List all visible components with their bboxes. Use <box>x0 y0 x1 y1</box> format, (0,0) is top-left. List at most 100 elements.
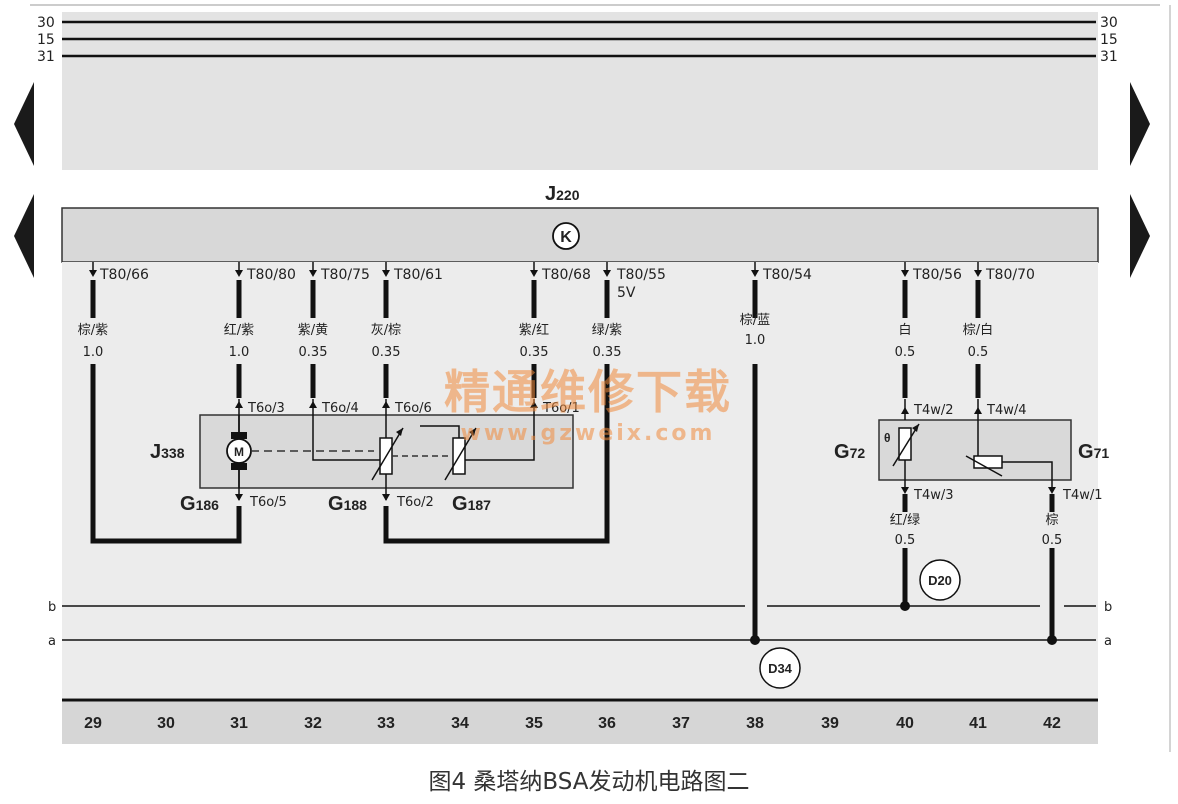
wire-54-size: 1.0 <box>745 333 766 348</box>
g71-label: G71 <box>1078 441 1109 463</box>
wire-66-color: 棕/紫 <box>78 323 108 338</box>
junction-d34 <box>750 635 760 645</box>
theta-symbol: θ <box>884 431 891 445</box>
svg-text:T80/66: T80/66 <box>99 267 149 283</box>
conn-T6o6: T6o/6 <box>394 401 432 416</box>
wire-75-size: 0.35 <box>299 345 328 360</box>
svg-text:T80/80: T80/80 <box>246 267 296 283</box>
pin-55: T80/55 5V <box>603 262 666 301</box>
rail-30-label-right: 30 <box>1100 15 1118 31</box>
wire-80-size: 1.0 <box>229 345 250 360</box>
throttle-assembly: T6o/3 T6o/4 T6o/6 T6o/1 M T6o/5 T6o/2 <box>150 399 580 515</box>
bus-a-label-right: a <box>1104 634 1112 649</box>
wire-61-size: 0.35 <box>372 345 401 360</box>
ground-buses: b a b a D20 D34 <box>48 559 1112 689</box>
g72-thermistor <box>898 427 912 461</box>
column-37: 37 <box>672 715 690 732</box>
svg-text:T80/68: T80/68 <box>541 267 591 283</box>
conn-T4w1: T4w/1 <box>1062 488 1103 503</box>
wires <box>90 280 1055 640</box>
wire-T4w3-size: 0.5 <box>895 533 916 548</box>
watermark-url: www.gzweix.com <box>461 421 716 446</box>
wire-61-color: 灰/棕 <box>371 323 401 338</box>
g186-label: G186 <box>180 493 219 515</box>
wire-T4w1-size: 0.5 <box>1042 533 1063 548</box>
column-39: 39 <box>821 715 839 732</box>
ecu-box <box>61 207 1099 263</box>
pin-54: T80/54 <box>751 262 812 283</box>
rail-15-label-left: 15 <box>37 32 55 48</box>
j338-label: J338 <box>150 441 185 463</box>
g188-label: G188 <box>328 493 367 515</box>
svg-text:T80/75: T80/75 <box>320 267 370 283</box>
bus-b-label-right: b <box>1104 600 1112 615</box>
ecu-pins: T80/66 T80/80 T80/75 T80/61 T80/68 T80/5… <box>89 262 1035 301</box>
column-34: 34 <box>451 715 469 732</box>
conn-T6o2: T6o/2 <box>396 495 434 510</box>
prev-arrow-upper-icon[interactable] <box>14 82 34 166</box>
conn-T4w3: T4w/3 <box>913 488 954 503</box>
wire-T4w1-color: 棕 <box>1045 513 1058 528</box>
conn-T6o4: T6o/4 <box>321 401 359 416</box>
next-arrow-lower-icon[interactable] <box>1130 194 1150 278</box>
g187-label: G187 <box>452 493 491 515</box>
column-41: 41 <box>969 715 987 732</box>
wire-75-color: 紫/黄 <box>298 323 328 338</box>
wire-80-color: 红/紫 <box>224 322 254 338</box>
wire-55-to-33 <box>383 364 610 544</box>
wire-55-color: 绿/紫 <box>592 323 622 338</box>
ecu-label: J220 <box>545 183 580 205</box>
bus-a-label-left: a <box>48 634 56 649</box>
next-arrow-upper-icon[interactable] <box>1130 82 1150 166</box>
pin-66: T80/66 <box>89 262 149 283</box>
ecu-symbol-text: K <box>560 229 572 246</box>
svg-text:T80/56: T80/56 <box>912 267 962 283</box>
watermark-cn: 精通维修下载 <box>444 365 732 419</box>
column-36: 36 <box>598 715 616 732</box>
pin-80: T80/80 <box>235 262 296 283</box>
wire-56-size: 0.5 <box>895 345 916 360</box>
column-31: 31 <box>230 715 248 732</box>
wire-70-color: 棕/白 <box>963 322 993 338</box>
conn-T4w4: T4w/4 <box>986 403 1027 418</box>
wire-labels: 棕/紫 1.0 红/紫 1.0 紫/黄 0.35 灰/棕 0.35 紫/红 0.… <box>78 313 1063 548</box>
conn-T4w2: T4w/2 <box>913 403 954 418</box>
wire-56-color: 白 <box>898 322 911 338</box>
wire-66-size: 1.0 <box>83 345 104 360</box>
wire-54-color: 棕/蓝 <box>740 313 770 328</box>
conn-T6o1: T6o/1 <box>542 401 580 416</box>
wire-T4w3-color: 红/绿 <box>890 512 920 528</box>
conn-T6o5: T6o/5 <box>249 495 287 510</box>
svg-text:T80/70: T80/70 <box>985 267 1035 283</box>
prev-arrow-lower-icon[interactable] <box>14 194 34 278</box>
svg-text:5V: 5V <box>617 285 636 301</box>
column-40: 40 <box>896 715 914 732</box>
wire-68-color: 紫/红 <box>519 322 549 338</box>
column-33: 33 <box>377 715 395 732</box>
column-42: 42 <box>1043 715 1061 732</box>
ground-d20-label: D20 <box>928 573 952 588</box>
rail-31-label-right: 31 <box>1100 49 1118 65</box>
column-32: 32 <box>304 715 322 732</box>
ground-d20-circle <box>919 559 961 601</box>
power-rails: 30 15 31 30 15 31 <box>37 15 1118 65</box>
svg-text:T80/61: T80/61 <box>393 267 443 283</box>
column-35: 35 <box>525 715 543 732</box>
svg-text:T80/55: T80/55 <box>616 267 666 283</box>
ground-d34-circle <box>759 647 801 689</box>
wire-70-size: 0.5 <box>968 345 989 360</box>
column-38: 38 <box>746 715 764 732</box>
rail-31-label-left: 31 <box>37 49 55 65</box>
sensor-assembly: T4w/2 T4w/4 θ T4w/3 T4w/1 G72 G71 <box>834 399 1109 503</box>
wire-66-to-31 <box>90 364 242 544</box>
rail-30-label-left: 30 <box>37 15 55 31</box>
figure-caption: 图4 桑塔纳BSA发动机电路图二 <box>428 769 750 795</box>
wire-55-size: 0.35 <box>593 345 622 360</box>
upper-panel <box>62 12 1098 170</box>
column-numbers: 29 30 31 32 33 34 35 36 37 38 39 40 41 4… <box>84 715 1061 732</box>
g72-label: G72 <box>834 441 865 463</box>
column-strip <box>62 700 1098 744</box>
ecu-symbol-circle <box>552 222 580 250</box>
